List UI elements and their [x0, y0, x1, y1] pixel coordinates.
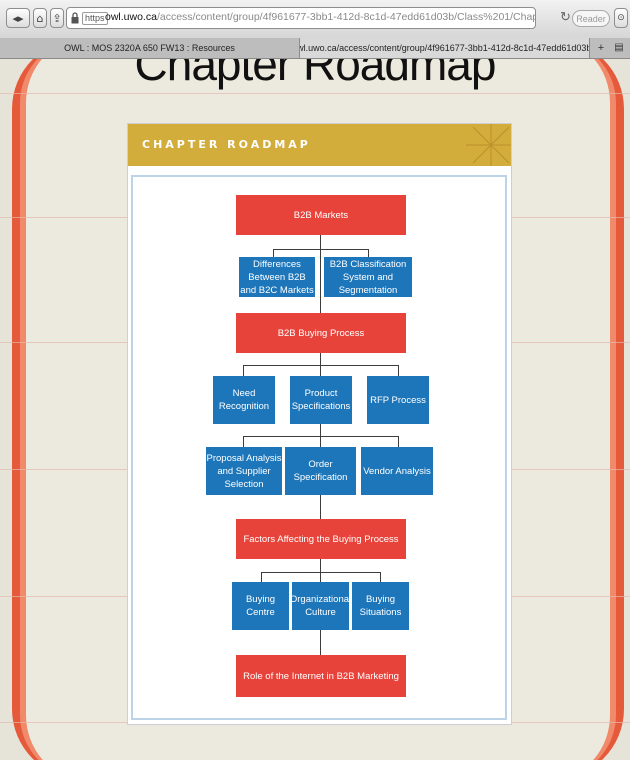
reader-button[interactable]: Reader — [572, 10, 610, 27]
b2b-markets-box: B2B Markets — [236, 195, 406, 235]
reload-icon[interactable]: ↻ — [560, 9, 571, 24]
slide-title: Chapter Roadmap — [134, 59, 497, 90]
buying-centre-box: Buying Centre — [232, 582, 289, 630]
branch-connector — [273, 249, 368, 250]
classification-box: B2B Classification System and Segmentati… — [324, 257, 412, 297]
vendor-analysis-box: Vendor Analysis — [361, 447, 433, 495]
tab-pdf[interactable]: https://owl.uwo.ca/access/content/group/… — [300, 38, 590, 58]
address-bar[interactable]: https owl.uwo.ca/access/content/group/4f… — [66, 7, 536, 29]
new-tab-icon[interactable]: + — [597, 41, 605, 54]
differences-box: Differences Between B2B and B2C Markets — [239, 257, 315, 297]
pdf-viewport[interactable]: Chapter Roadmap CHAPTER ROADMAP — [0, 59, 630, 760]
share-icon[interactable]: ⇪ — [50, 8, 64, 28]
buying-process-box: B2B Buying Process — [236, 313, 406, 353]
figure-header-text: CHAPTER ROADMAP — [142, 138, 311, 151]
factors-box: Factors Affecting the Buying Process — [236, 519, 406, 559]
url-path: /access/content/group/4f961677-3bb1-412d… — [156, 11, 535, 23]
internet-role-box: Role of the Internet in B2B Marketing — [236, 655, 406, 697]
downloads-icon[interactable]: ⊙ — [614, 8, 628, 28]
lock-icon — [71, 12, 79, 24]
url-domain: owl.uwo.ca — [105, 11, 157, 23]
branch-connector — [243, 436, 398, 437]
protocol-label: https — [82, 12, 108, 25]
branch-connector — [243, 436, 244, 448]
branch-connector — [243, 365, 398, 366]
tab-bar: OWL : MOS 2320A 650 FW13 : Resources htt… — [0, 38, 630, 59]
order-spec-box: Order Specification — [285, 447, 356, 495]
org-culture-box: Organizational Culture — [290, 582, 351, 630]
branch-connector — [368, 249, 369, 259]
home-icon[interactable]: ⌂ — [33, 8, 47, 28]
roadmap-diagram: B2B Markets Differences Between B2B and … — [131, 175, 507, 720]
url-text: owl.uwo.ca/access/content/group/4f961677… — [105, 11, 535, 23]
branch-connector — [261, 572, 262, 584]
star-decoration-icon — [466, 124, 511, 166]
product-specs-box: Product Specifications — [290, 376, 352, 424]
branch-connector — [261, 572, 380, 573]
back-forward-buttons[interactable]: ◂▸ — [6, 8, 30, 28]
branch-connector — [398, 365, 399, 377]
rfp-process-box: RFP Process — [367, 376, 429, 424]
figure-header: CHAPTER ROADMAP — [128, 124, 511, 166]
buying-situations-box: Buying Situations — [352, 582, 409, 630]
browser-toolbar: ◂▸ ⌂ ⇪ https owl.uwo.ca/access/content/g… — [0, 0, 630, 39]
branch-connector — [398, 436, 399, 448]
tab-overview-icon[interactable]: ▤ — [614, 42, 624, 53]
tab-owl-resources[interactable]: OWL : MOS 2320A 650 FW13 : Resources — [0, 38, 300, 58]
branch-connector — [380, 572, 381, 584]
need-recognition-box: Need Recognition — [213, 376, 275, 424]
page-guide-line — [0, 93, 630, 94]
branch-connector — [273, 249, 274, 259]
branch-connector — [243, 365, 244, 377]
proposal-analysis-box: Proposal Analysis and Supplier Selection — [206, 447, 282, 495]
roadmap-figure: CHAPTER ROADMAP — [127, 123, 512, 725]
